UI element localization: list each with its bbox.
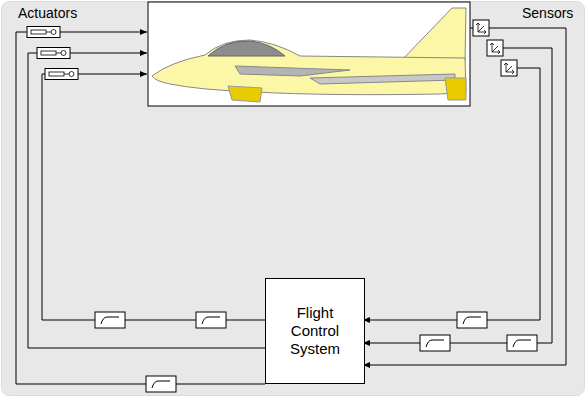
group-label: Sensors	[522, 5, 573, 21]
group-label: Actuators	[18, 5, 77, 21]
process-box: Flight Control System	[265, 278, 365, 384]
node-label: Flight Control System	[266, 300, 364, 362]
